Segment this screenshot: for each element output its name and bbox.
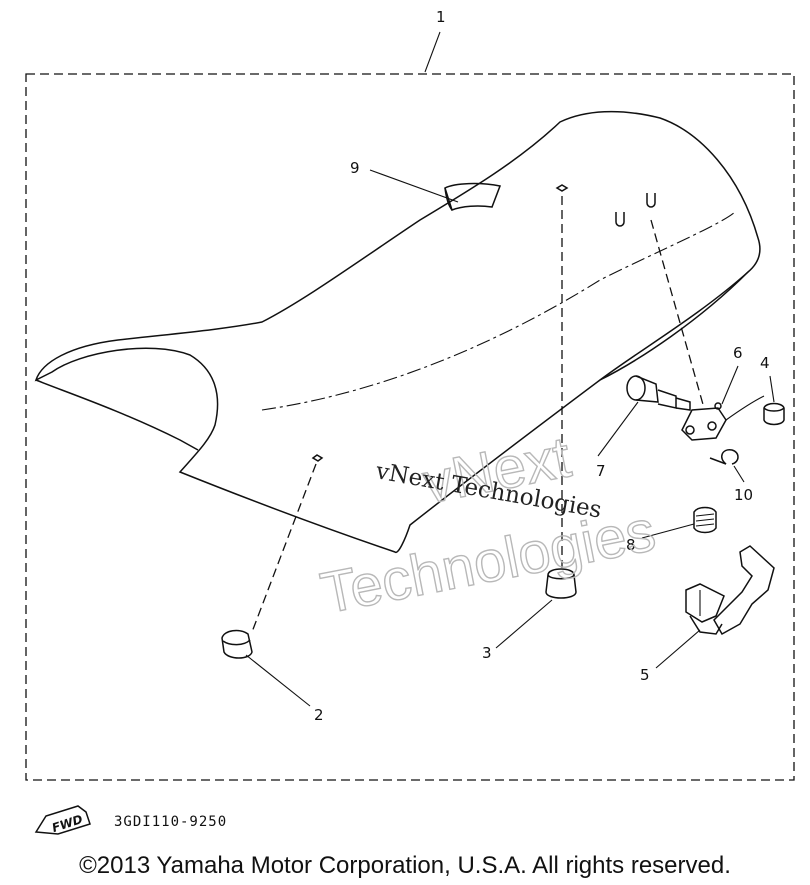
leader-1	[424, 31, 441, 73]
callout-8: 8	[626, 536, 636, 554]
spring-8	[693, 506, 717, 534]
copyright-notice: ©2013 Yamaha Motor Corporation, U.S.A. A…	[79, 852, 731, 879]
leader-7	[597, 401, 639, 457]
leader-6	[721, 365, 739, 405]
bracket-6	[681, 402, 727, 441]
callout-10: 10	[734, 486, 753, 504]
seat-body	[34, 110, 761, 554]
assembly-boundary	[25, 73, 795, 781]
fwd-arrow-icon: FWD	[34, 805, 91, 835]
svg-text:Technologies: Technologies	[316, 498, 661, 626]
leader-2	[245, 654, 311, 707]
leader-5	[655, 629, 701, 669]
drawing-code: 3GDI110-9250	[114, 814, 227, 830]
leader-9	[369, 169, 459, 203]
latch-5	[685, 545, 775, 636]
callout-5: 5	[640, 666, 650, 684]
align-line-2	[251, 463, 317, 633]
bolt-7	[626, 375, 691, 411]
clip-10	[709, 449, 739, 465]
callout-7: 7	[596, 462, 606, 480]
leader-4	[769, 375, 775, 403]
leader-3	[495, 599, 553, 649]
callout-6: 6	[733, 344, 743, 362]
callout-9: 9	[350, 159, 360, 177]
callout-1: 1	[436, 8, 446, 26]
callout-4: 4	[760, 354, 770, 372]
damper-3	[545, 568, 577, 599]
callout-2: 2	[314, 706, 324, 724]
align-line-latch	[650, 219, 705, 409]
mounting-holes	[311, 184, 656, 462]
seat-strap	[444, 182, 502, 211]
nut-4	[763, 402, 785, 426]
leader-8	[641, 523, 695, 539]
pin-line	[725, 395, 765, 421]
damper-2	[221, 629, 253, 659]
callout-3: 3	[482, 644, 492, 662]
watermark: vNext Technologies vNext Technologies	[315, 424, 661, 627]
leader-10	[733, 465, 745, 483]
